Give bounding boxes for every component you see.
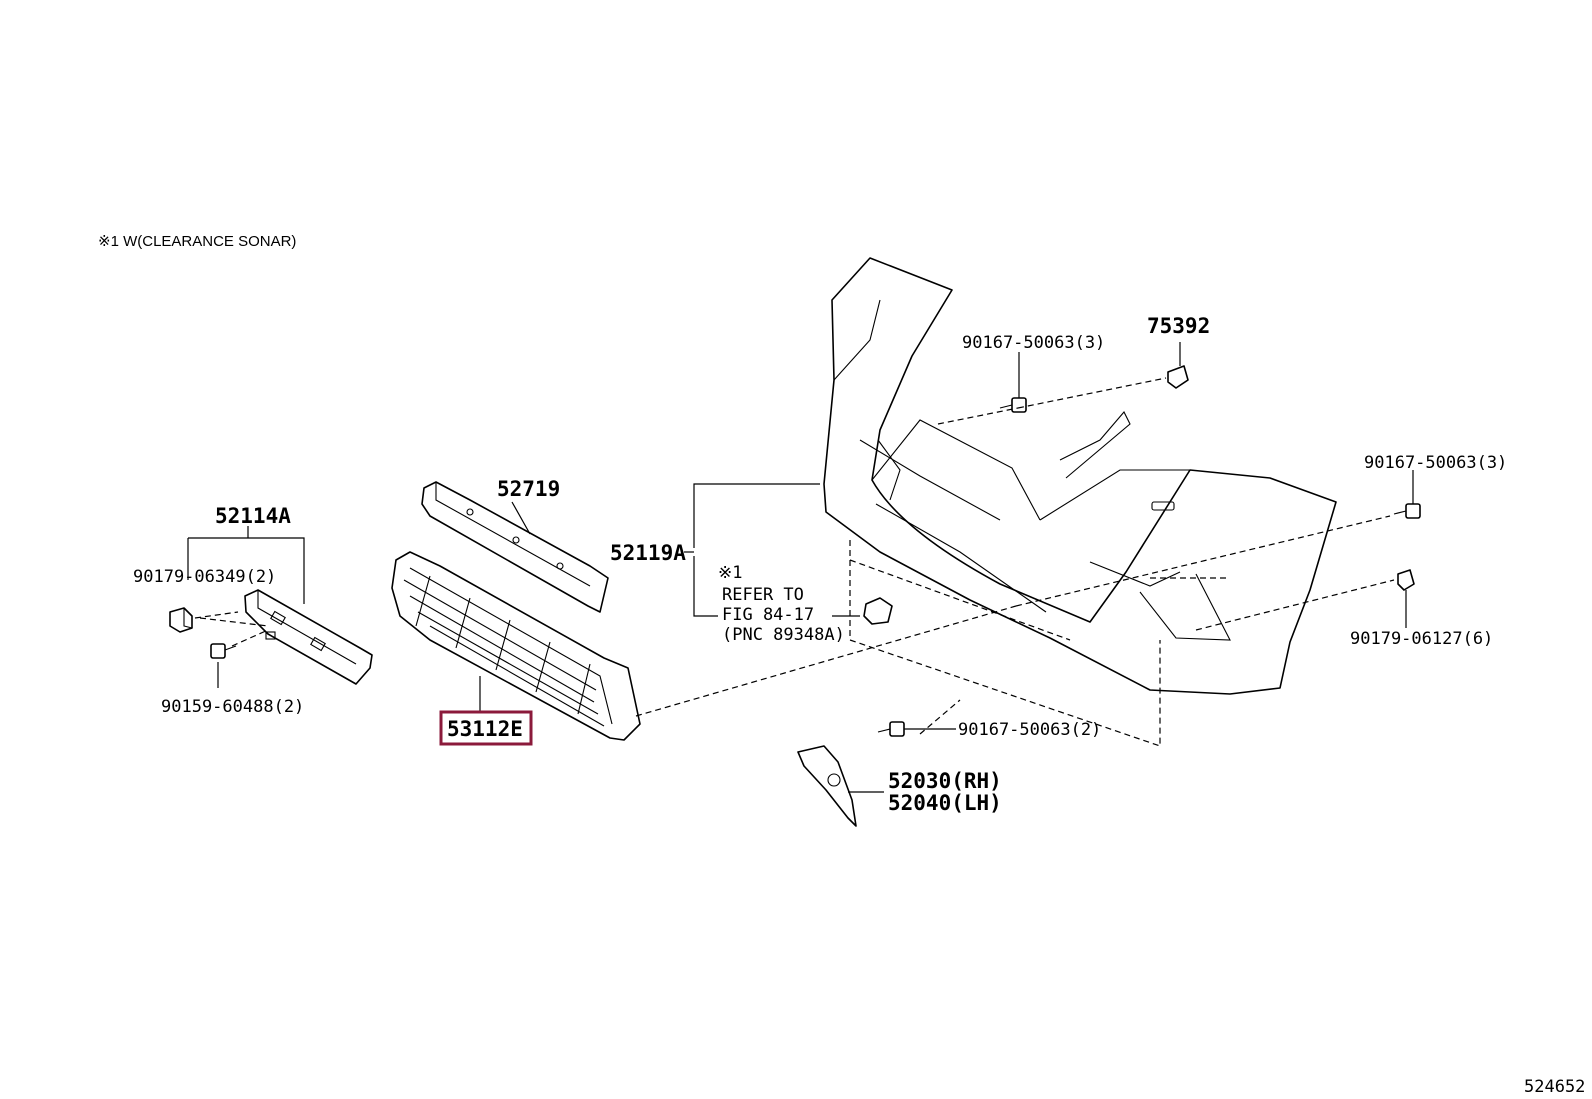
sonar-sensor-part[interactable] xyxy=(863,597,893,625)
refer-line-3: (PNC 89348A) xyxy=(722,625,845,645)
nut-90179-06127-part[interactable] xyxy=(1397,569,1415,591)
grille-retainer-part[interactable] xyxy=(421,481,609,613)
refer-line-1: REFER TO xyxy=(722,585,804,605)
callout-52114A[interactable]: 52114A xyxy=(215,504,291,528)
license-plate-bracket-part[interactable] xyxy=(244,589,373,685)
callout-90167-50063-bottom[interactable]: 90167-50063(2) xyxy=(958,720,1101,740)
callout-90167-50063-right[interactable]: 90167-50063(3) xyxy=(1364,453,1507,473)
bolt-90167-top-part[interactable] xyxy=(999,397,1027,413)
highlight-box-53112E xyxy=(439,710,533,746)
clearance-sonar-note: ※1 W(CLEARANCE SONAR) xyxy=(98,233,296,250)
callout-53112E[interactable]: 53112E xyxy=(447,717,523,741)
callout-75392[interactable]: 75392 xyxy=(1147,314,1210,338)
front-bumper-cover-part[interactable] xyxy=(823,257,1337,695)
callout-52719[interactable]: 52719 xyxy=(497,477,560,501)
callout-90179-06127[interactable]: 90179-06127(6) xyxy=(1350,629,1493,649)
callout-52119A[interactable]: 52119A xyxy=(610,541,686,565)
bolt-90167-bottom-part[interactable] xyxy=(877,721,905,737)
bolt-90167-right-part[interactable] xyxy=(1393,503,1421,519)
refer-line-2[interactable]: FIG 84-17 xyxy=(722,605,814,625)
callout-90159-60488[interactable]: 90159-60488(2) xyxy=(161,697,304,717)
lower-grille-part[interactable] xyxy=(391,551,641,741)
clip-90179-06349-part[interactable] xyxy=(169,607,193,633)
diagram-id: 524652 xyxy=(1524,1077,1585,1097)
clip-75392-part[interactable] xyxy=(1167,365,1189,389)
refer-mark: ※1 xyxy=(718,563,742,583)
callout-52040-lh[interactable]: 52040(LH) xyxy=(888,791,1002,815)
callout-90167-50063-top[interactable]: 90167-50063(3) xyxy=(962,333,1105,353)
bumper-seal-52030-part[interactable] xyxy=(797,745,857,827)
callout-90179-06349[interactable]: 90179-06349(2) xyxy=(133,567,276,587)
screw-90159-60488-part[interactable] xyxy=(210,643,237,659)
callout-52030-rh[interactable]: 52030(RH) xyxy=(888,769,1002,793)
